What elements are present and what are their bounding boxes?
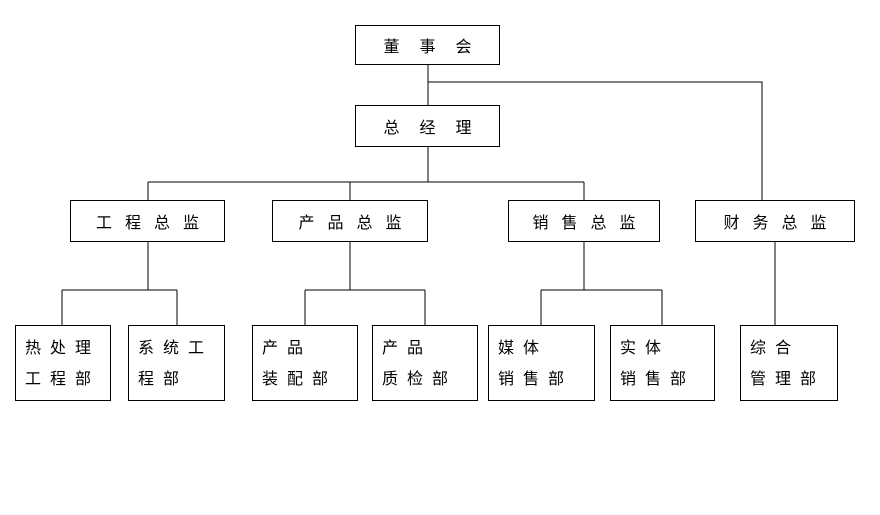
org-node-finance-director: 财务总监 xyxy=(695,200,855,242)
org-node-systems-engineering-dept-line2: 程部 xyxy=(138,371,189,388)
org-node-heat-treatment-dept: 热处理 工程部 xyxy=(15,325,111,401)
org-node-product-qc-dept: 产品 质检部 xyxy=(372,325,478,401)
org-node-board: 董事会 xyxy=(355,25,500,65)
org-node-product-assembly-dept: 产品 装配部 xyxy=(252,325,358,401)
org-node-physical-sales-dept-line2: 销售部 xyxy=(620,371,696,388)
org-node-general-admin-dept-line1: 综合 xyxy=(750,340,801,357)
org-node-heat-treatment-dept-line1: 热处理 xyxy=(25,340,101,357)
org-node-product-director-label: 产品总监 xyxy=(298,215,415,232)
org-node-general-manager: 总经理 xyxy=(355,105,500,147)
org-node-physical-sales-dept-line1: 实体 xyxy=(620,340,671,357)
org-node-general-manager-label: 总经理 xyxy=(383,120,492,137)
org-node-product-assembly-dept-line2: 装配部 xyxy=(262,371,338,388)
org-node-general-admin-dept-line2: 管理部 xyxy=(750,371,826,388)
org-node-product-director: 产品总监 xyxy=(272,200,428,242)
org-node-media-sales-dept-line1: 媒体 xyxy=(498,340,549,357)
org-node-systems-engineering-dept: 系统工 程部 xyxy=(128,325,225,401)
org-node-media-sales-dept-line2: 销售部 xyxy=(498,371,574,388)
org-node-product-qc-dept-line1: 产品 xyxy=(382,340,433,357)
org-node-systems-engineering-dept-line1: 系统工 xyxy=(138,340,214,357)
org-node-general-admin-dept: 综合 管理部 xyxy=(740,325,838,401)
org-node-heat-treatment-dept-line2: 工程部 xyxy=(25,371,101,388)
org-node-sales-director-label: 销售总监 xyxy=(532,215,649,232)
org-node-product-qc-dept-line2: 质检部 xyxy=(382,371,458,388)
org-node-engineering-director: 工程总监 xyxy=(70,200,225,242)
org-node-media-sales-dept: 媒体 销售部 xyxy=(488,325,595,401)
org-node-sales-director: 销售总监 xyxy=(508,200,660,242)
org-node-product-assembly-dept-line1: 产品 xyxy=(262,340,313,357)
org-node-engineering-director-label: 工程总监 xyxy=(95,215,212,232)
org-node-board-label: 董事会 xyxy=(383,39,492,56)
org-node-finance-director-label: 财务总监 xyxy=(723,215,840,232)
org-node-physical-sales-dept: 实体 销售部 xyxy=(610,325,715,401)
connector-board-to-finance-director xyxy=(428,81,763,200)
